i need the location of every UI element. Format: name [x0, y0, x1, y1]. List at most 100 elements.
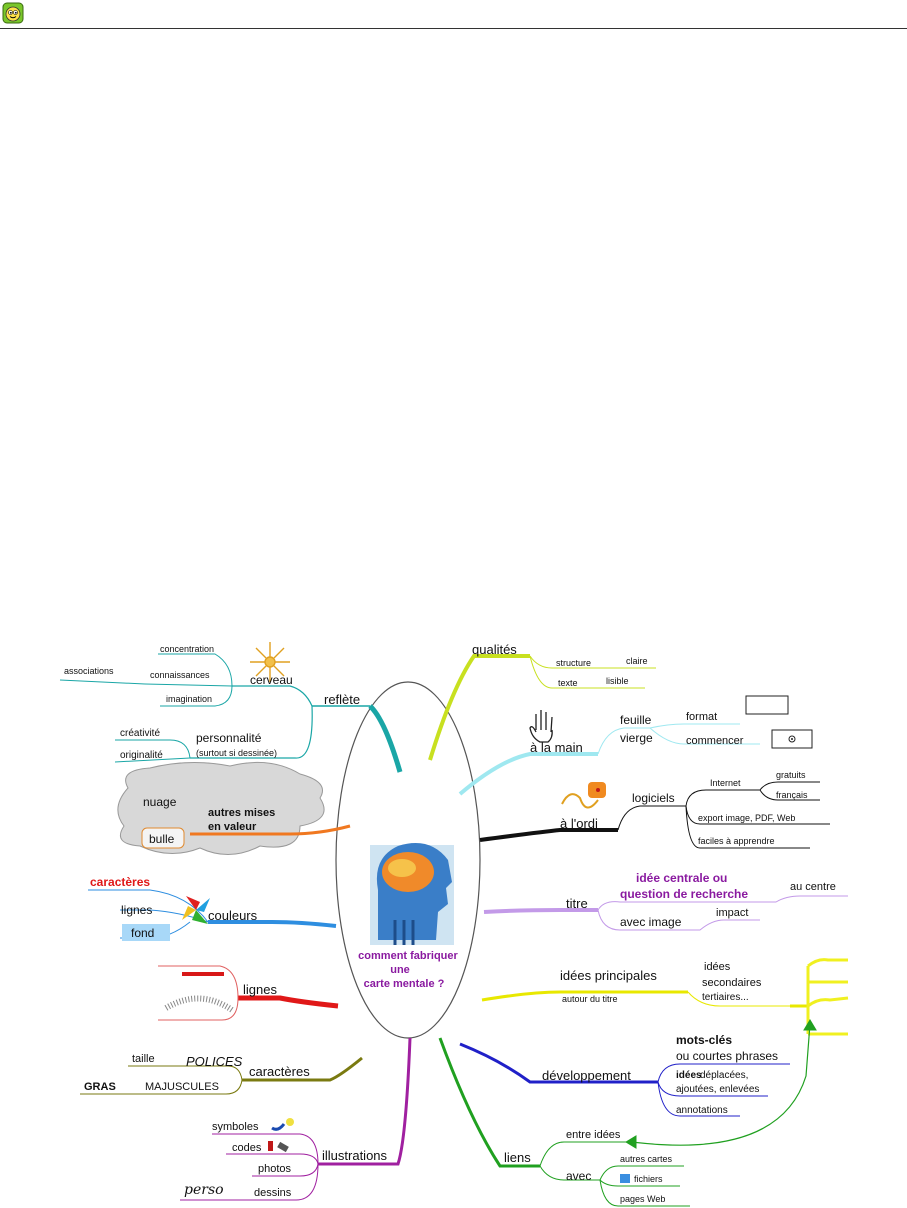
brain-neuron-icon [250, 642, 290, 682]
folder-icon [620, 1174, 630, 1183]
node-concentration: concentration [160, 644, 214, 654]
node-commencer: commencer [686, 735, 744, 747]
branch-titre [483, 895, 848, 931]
node-idees-bold: idées [676, 1070, 702, 1081]
node-main: à la main [530, 740, 583, 755]
node-gras: GRAS [84, 1081, 116, 1093]
node-taille: taille [132, 1053, 155, 1065]
node-deplacees: déplacées, [700, 1070, 748, 1081]
node-liens: liens [504, 1150, 531, 1165]
node-au-centre: au centre [790, 881, 836, 893]
center-title-line1: comment fabriquer [358, 950, 458, 962]
node-idee-centrale-1: idée centrale ou [636, 871, 727, 885]
branch-qualites [428, 654, 656, 761]
phone-bulb-icon [271, 1118, 294, 1131]
branch-lignes [158, 965, 339, 1021]
node-idee-centrale-2: question de recherche [620, 887, 748, 901]
branch-principales [481, 958, 849, 1036]
brain-head-image [370, 843, 454, 945]
node-secondaires: secondaires [702, 977, 762, 989]
node-feuille: feuille [620, 713, 652, 727]
node-logiciels: logiciels [632, 791, 675, 805]
node-symboles: symboles [212, 1121, 259, 1133]
node-courtes-phrases: ou courtes phrases [676, 1049, 778, 1063]
node-lisible: lisible [606, 676, 629, 686]
branch-caracteres [80, 1056, 363, 1095]
node-faciles: faciles à apprendre [698, 836, 775, 846]
node-reflete: reflète [324, 692, 360, 707]
node-format: format [686, 711, 717, 723]
node-perso: perso [184, 1182, 224, 1198]
node-ordi: à l'ordi [560, 816, 598, 831]
node-caracteres-rouge: caractères [90, 875, 150, 889]
node-claire: claire [626, 656, 648, 666]
node-connaissances: connaissances [150, 670, 210, 680]
ordi-mouse-icon [561, 782, 606, 809]
node-internet: Internet [710, 778, 741, 788]
node-tertiaires: tertiaires... [702, 992, 749, 1003]
node-pages-web: pages Web [620, 1194, 665, 1204]
node-personnalite: personnalité [196, 731, 262, 745]
center-title-line3: carte mentale ? [364, 978, 445, 990]
format-rectangle-icon [745, 695, 789, 715]
node-fond: fond [131, 926, 154, 940]
node-export: export image, PDF, Web [698, 813, 795, 823]
node-autour-titre: autour du titre [562, 994, 618, 1004]
branch-mises [190, 824, 351, 836]
node-nuage: nuage [143, 795, 177, 809]
node-lignes: lignes [243, 982, 277, 997]
node-personnalite-note: (surtout si dessinée) [196, 748, 277, 758]
top-bar [0, 0, 907, 29]
branch-illustrations [180, 1037, 412, 1201]
node-couleurs: couleurs [208, 908, 258, 923]
node-francais: français [776, 790, 808, 800]
branch-ordi [479, 781, 830, 849]
codes-icon [268, 1141, 289, 1153]
node-titre: titre [566, 896, 588, 911]
target-box-icon [771, 729, 813, 749]
node-ajoutees: ajoutées, enlevées [676, 1084, 759, 1095]
mind-map: comment fabriquer une carte mentale ? re… [59, 642, 849, 1207]
node-dessins: dessins [254, 1187, 292, 1199]
node-bulle: bulle [149, 832, 175, 846]
node-codes: codes [232, 1142, 262, 1154]
smiley-app-icon[interactable] [2, 2, 24, 24]
branch-developpement [459, 1042, 790, 1117]
node-annotations: annotations [676, 1105, 728, 1116]
node-photos: photos [258, 1163, 292, 1175]
node-structure: structure [556, 658, 591, 668]
pinwheel-icon [182, 896, 210, 924]
node-imagination: imagination [166, 694, 212, 704]
branch-main [458, 723, 760, 796]
node-impact: impact [716, 907, 748, 919]
node-mises-line1: autres mises [208, 807, 275, 819]
node-gratuits: gratuits [776, 770, 806, 780]
node-mots-cles: mots-clés [676, 1033, 732, 1047]
node-cerveau: cerveau [250, 673, 293, 687]
hand-icon [529, 710, 553, 743]
node-associations: associations [64, 666, 114, 676]
node-developpement: développement [542, 1068, 631, 1083]
node-polices: POLICES [186, 1054, 243, 1069]
center-title-line2: une [390, 964, 410, 976]
node-texte: texte [558, 678, 578, 688]
node-illustrations: illustrations [322, 1148, 388, 1163]
node-fichiers: fichiers [634, 1174, 663, 1184]
node-idees-principales: idées principales [560, 968, 657, 983]
node-autres-cartes: autres cartes [620, 1154, 673, 1164]
node-mises-line2: en valeur [208, 821, 257, 833]
node-idees: idées [704, 961, 731, 973]
node-avec: avec [566, 1169, 591, 1183]
branch-reflete [59, 653, 403, 773]
node-creativite: créativité [120, 728, 160, 739]
node-caracteres: caractères [249, 1064, 310, 1079]
bulle-box [141, 827, 185, 849]
node-vierge: vierge [620, 731, 653, 745]
node-entre-idees: entre idées [566, 1129, 621, 1141]
fond-box [122, 924, 170, 941]
node-majuscules: MAJUSCULES [145, 1081, 219, 1093]
branch-liens [438, 1019, 817, 1207]
node-avec-image: avec image [620, 915, 682, 929]
node-qualites: qualités [472, 642, 517, 657]
node-originalite: originalité [120, 750, 163, 761]
